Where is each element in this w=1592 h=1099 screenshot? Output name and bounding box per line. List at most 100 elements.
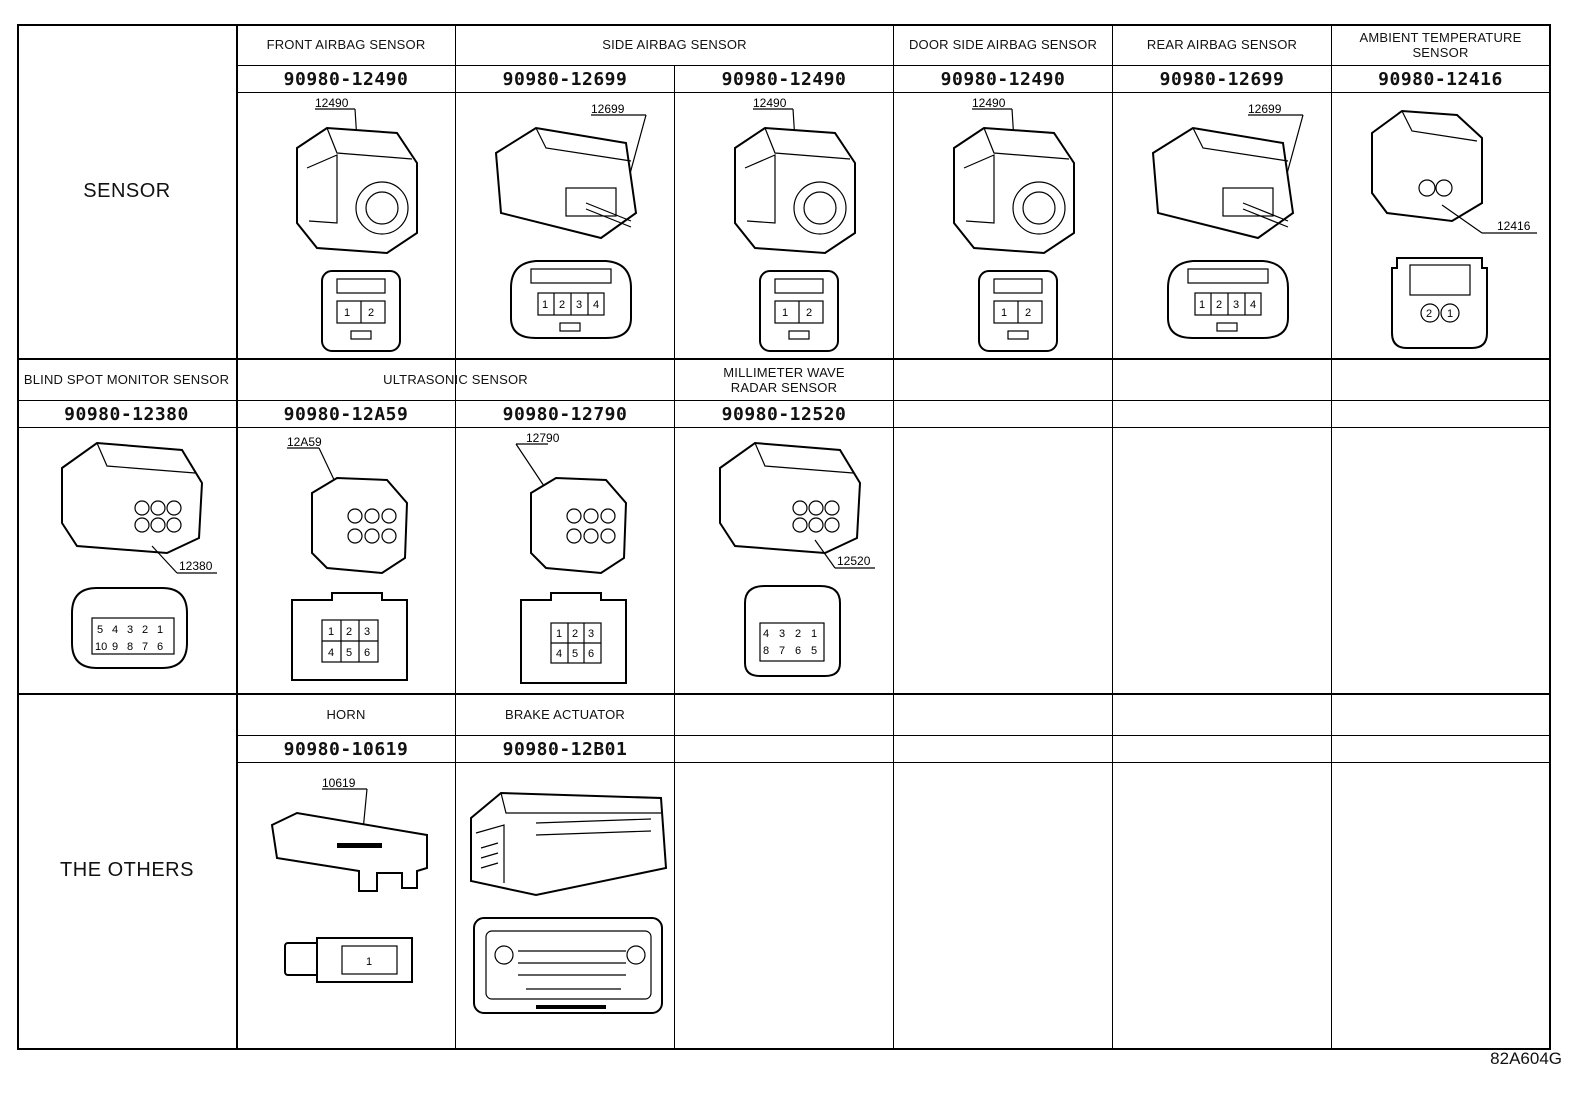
part-number: 90980-12790 [502,403,628,425]
svg-text:2: 2 [1025,307,1031,319]
connector-illustration: 12490 1 2 [675,93,893,358]
connector-illustration: 12A59 1 2 3 4 5 6 [237,428,455,693]
svg-text:1: 1 [344,307,350,319]
connector-illustration: 12699 1 2 3 4 [1113,93,1331,358]
category-label-sensor: SENSOR [83,179,171,202]
svg-text:1: 1 [1447,308,1453,320]
connector-title: MILLIMETER WAVE RADAR SENSOR [723,364,845,395]
connector-illustration: 12416 2 1 [1332,93,1549,358]
svg-text:8: 8 [127,641,133,653]
svg-text:12699: 12699 [591,102,625,116]
part-number: 90980-12490 [940,68,1066,90]
connector-illustration [456,763,674,1048]
connector-title: SIDE AIRBAG SENSOR [602,37,747,52]
svg-text:3: 3 [588,628,594,640]
connector-illustration: 12520 4 3 2 1 8 7 6 5 [675,428,893,693]
svg-text:5: 5 [97,624,103,636]
svg-text:12380: 12380 [179,559,213,573]
connector-title: BLIND SPOT MONITOR SENSOR [23,372,230,387]
svg-text:4: 4 [1250,299,1256,311]
category-label-others: THE OTHERS [60,859,194,881]
grid-line [236,735,1549,736]
connector-title: BRAKE ACTUATOR [504,707,626,722]
part-number: 90980-12A59 [283,403,409,425]
connector-title: AMBIENT TEMPERATURE SENSOR [1359,29,1522,60]
grid-line [893,24,894,1048]
svg-text:12520: 12520 [837,554,871,568]
grid-line [1331,24,1332,1048]
connector-title: HORN [326,707,366,722]
svg-text:2: 2 [368,307,374,319]
svg-text:12699: 12699 [1248,102,1282,116]
svg-text:6: 6 [157,641,163,653]
connector-illustration: 12380 5 4 3 2 1 10 9 8 7 6 [17,428,236,693]
connector-illustration: 10619 1 [237,763,455,1048]
part-number: 90980-12699 [502,68,628,90]
svg-text:7: 7 [779,645,785,657]
svg-text:6: 6 [588,648,594,660]
svg-text:4: 4 [763,628,769,640]
part-number: 90980-12520 [721,403,847,425]
svg-text:4: 4 [593,299,599,311]
svg-text:1: 1 [366,956,372,968]
grid-line [674,65,675,358]
table-frame [17,24,1551,1050]
svg-text:1: 1 [1199,299,1205,311]
svg-text:2: 2 [572,628,578,640]
grid-line [17,400,1549,401]
svg-text:12790: 12790 [526,431,560,445]
svg-text:2: 2 [559,299,565,311]
svg-text:12A59: 12A59 [287,435,322,449]
grid-line [236,762,1549,763]
connector-illustration: 12699 1 2 3 4 [456,93,674,358]
svg-text:1: 1 [157,624,163,636]
part-number: 90980-12380 [64,403,189,425]
connector-illustration: 12490 1 2 [894,93,1112,358]
svg-text:12490: 12490 [972,96,1006,110]
grid-line [674,358,675,1048]
svg-text:2: 2 [1426,308,1432,320]
connector-illustration: 12490 1 2 [237,93,455,358]
connector-title: REAR AIRBAG SENSOR [1146,37,1298,52]
svg-text:5: 5 [811,645,817,657]
part-number: 90980-12490 [283,68,409,90]
svg-text:2: 2 [806,307,812,319]
grid-line [455,24,456,1048]
svg-text:6: 6 [795,645,801,657]
svg-text:12416: 12416 [1497,219,1531,233]
part-number: 90980-10619 [283,738,409,760]
svg-text:2: 2 [142,624,148,636]
grid-line [17,427,1549,428]
grid-line [236,24,238,1048]
svg-text:12490: 12490 [315,96,349,110]
part-number: 90980-12B01 [502,738,628,760]
svg-text:10: 10 [95,641,107,653]
svg-text:3: 3 [1233,299,1239,311]
connector-title: ULTRASONIC SENSOR [383,372,528,387]
svg-text:4: 4 [112,624,118,636]
grid-line [17,358,1549,360]
part-number: 90980-12490 [721,68,847,90]
svg-text:2: 2 [795,628,801,640]
figure-code: 82A604G [1490,1049,1562,1068]
svg-text:4: 4 [328,647,334,659]
grid-line [236,65,1549,66]
svg-text:1: 1 [1001,307,1007,319]
grid-line [236,92,1549,93]
part-number: 90980-12699 [1159,68,1285,90]
svg-text:1: 1 [811,628,817,640]
svg-text:10619: 10619 [322,776,356,790]
svg-text:9: 9 [112,641,118,653]
svg-text:3: 3 [364,626,370,638]
svg-text:3: 3 [576,299,582,311]
grid-line [1112,24,1113,1048]
svg-text:4: 4 [556,648,562,660]
svg-text:5: 5 [572,648,578,660]
svg-text:1: 1 [328,626,334,638]
connector-title: DOOR SIDE AIRBAG SENSOR [908,37,1098,52]
connector-illustration: 12790 1 2 3 4 5 6 [456,428,674,693]
svg-text:12490: 12490 [753,96,787,110]
connector-title: FRONT AIRBAG SENSOR [266,37,426,52]
svg-text:2: 2 [1216,299,1222,311]
svg-text:3: 3 [779,628,785,640]
